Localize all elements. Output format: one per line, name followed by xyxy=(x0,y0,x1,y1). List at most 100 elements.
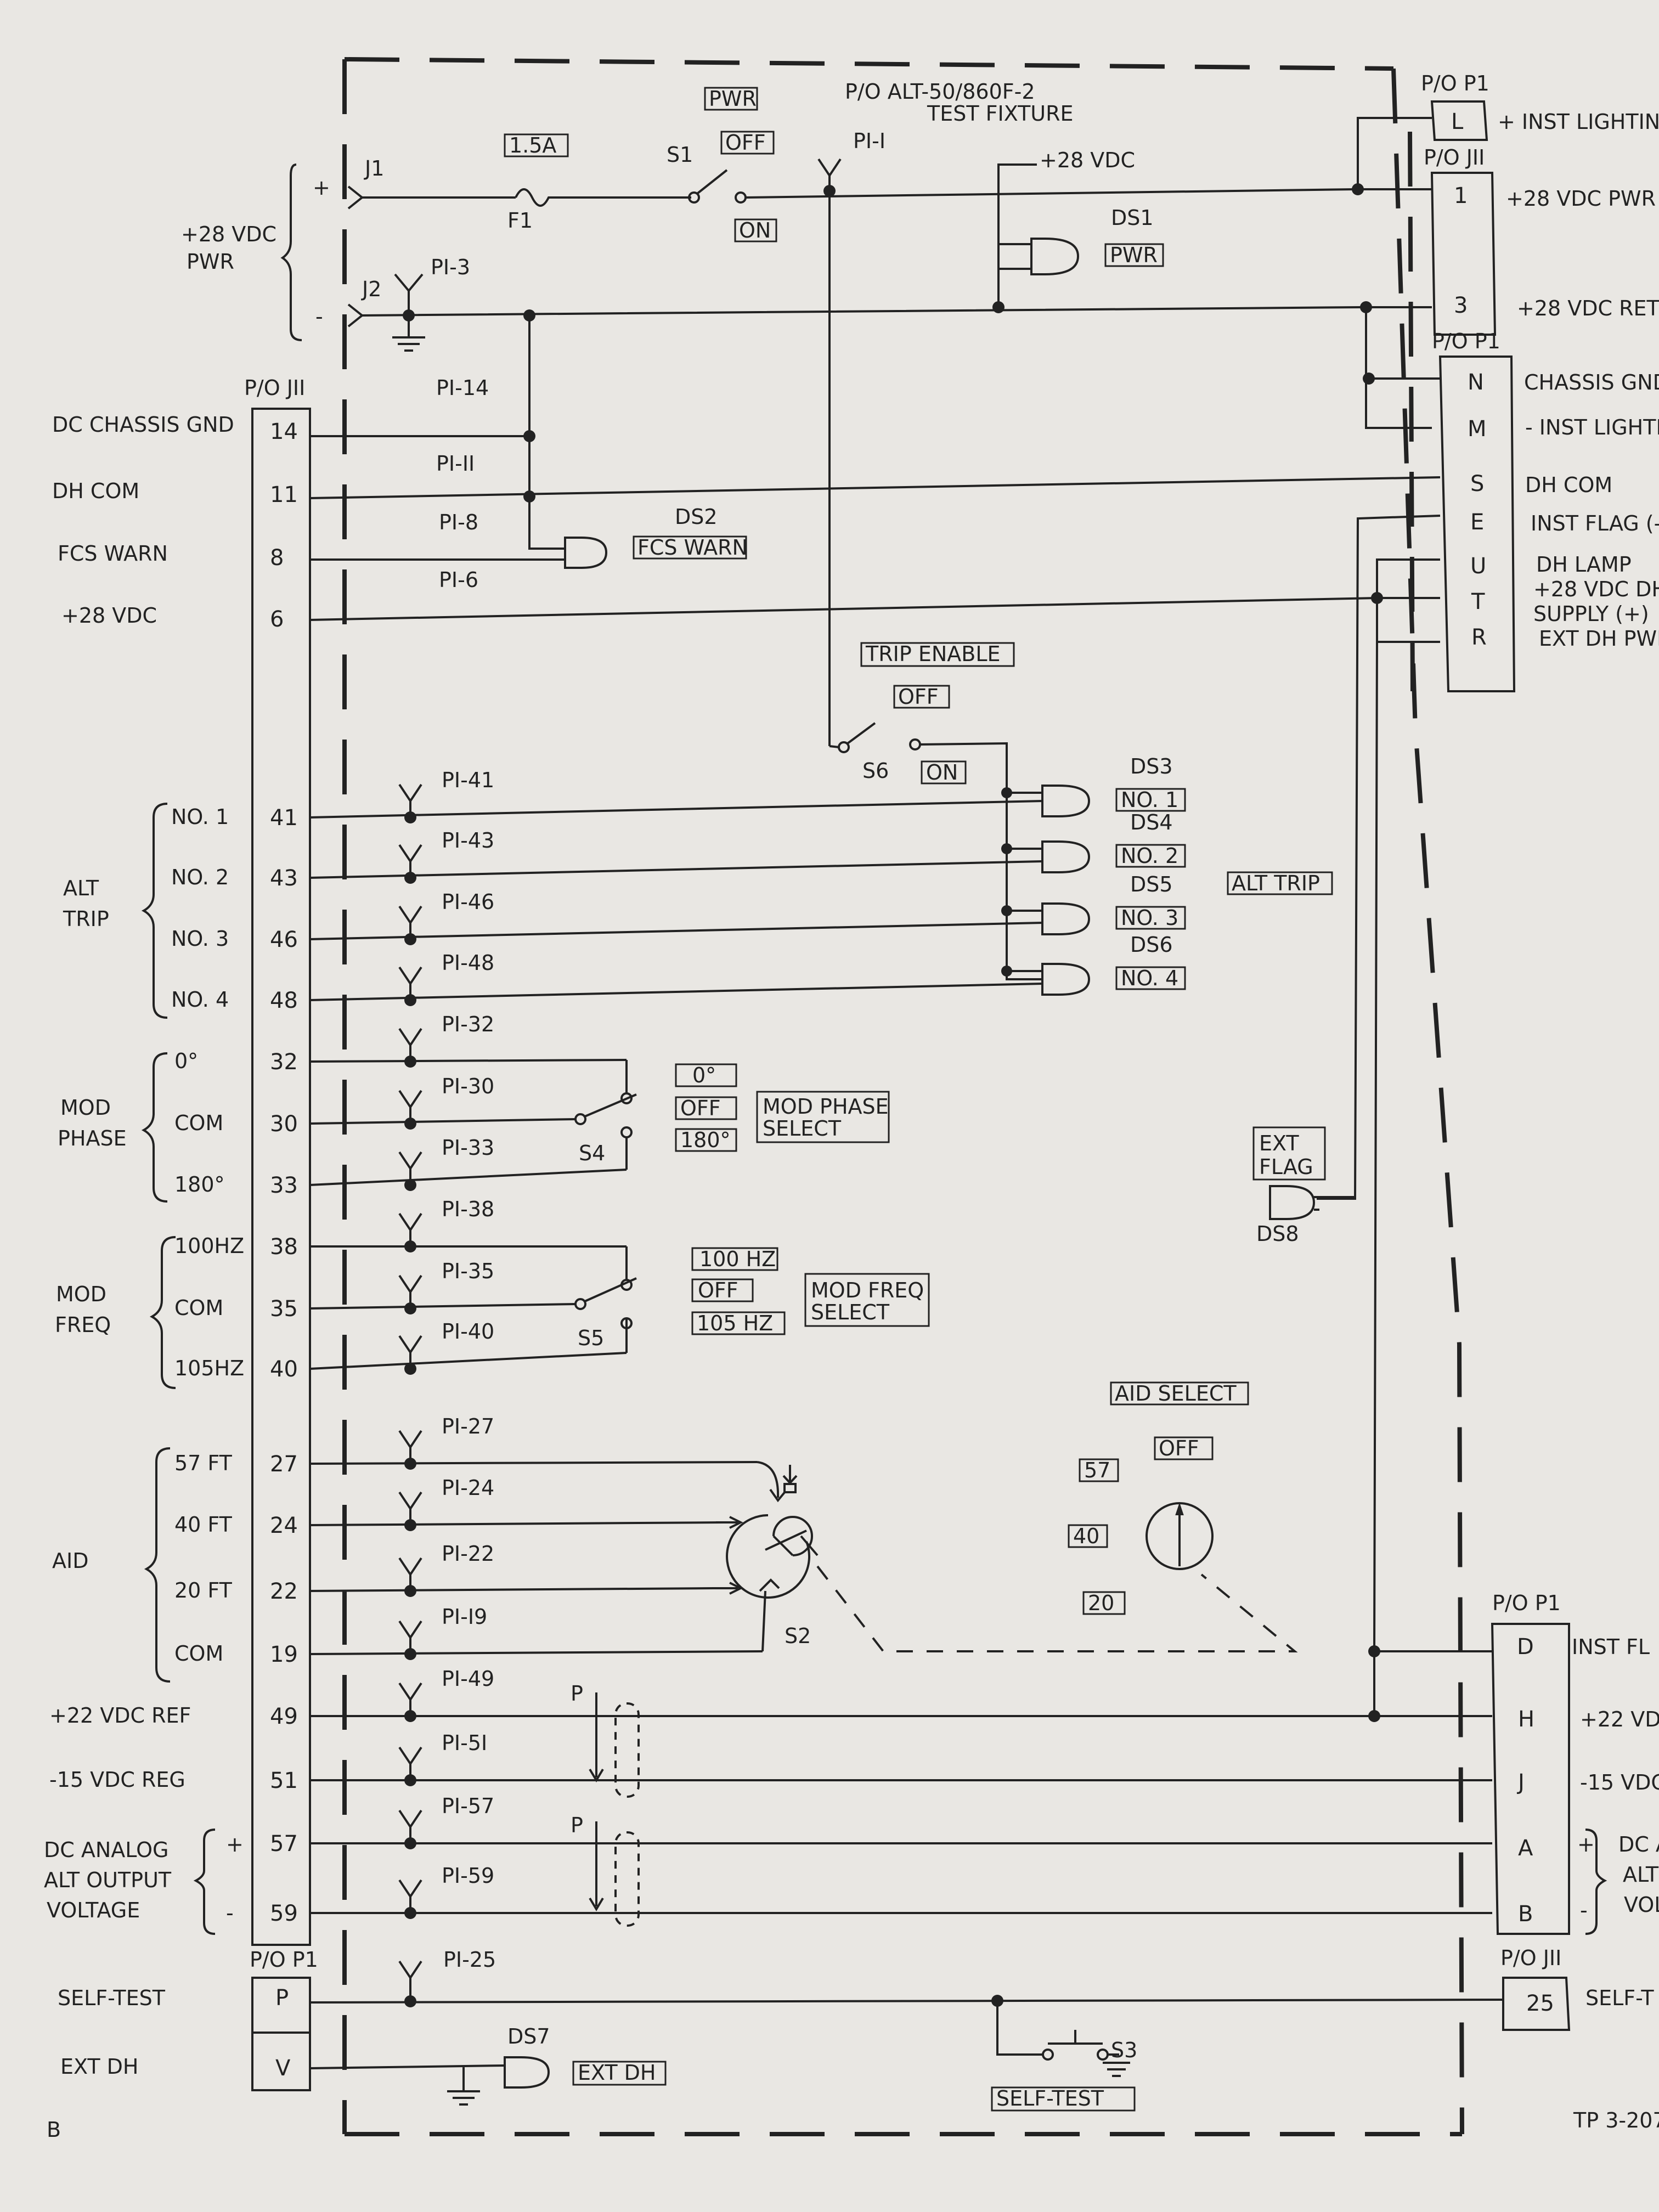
mod-phase-group-2: PHASE xyxy=(58,1126,127,1150)
mod-phase-pos-180: 180° xyxy=(680,1128,731,1152)
pwr-label-1: +28 VDC xyxy=(181,222,276,246)
s3-box xyxy=(991,2086,1136,2112)
trip-enable-box xyxy=(860,642,1015,667)
ref-pin-1: 51 xyxy=(270,1768,298,1793)
trip-plug-1: PI-43 xyxy=(442,828,494,853)
trip-on-box xyxy=(921,760,967,785)
fuse-rating-box xyxy=(504,133,569,157)
s6-label: S6 xyxy=(862,759,889,783)
mod-freq-plug-0: PI-38 xyxy=(442,1197,494,1221)
minus-sign: - xyxy=(315,304,323,329)
pin-1: 1 xyxy=(1454,183,1468,208)
s3-text: SELF-TEST xyxy=(996,2086,1104,2111)
aid-plug-3: PI-I9 xyxy=(442,1605,487,1629)
trip-plug-2: PI-46 xyxy=(442,890,494,914)
aid-label-0: 57 FT xyxy=(174,1451,233,1475)
mod-freq-pos-105: 105 HZ xyxy=(697,1311,773,1335)
corner-left: B xyxy=(47,2118,61,2142)
ref-rpin-0: H xyxy=(1518,1707,1534,1732)
chassis-gnd-label: CHASSIS GND xyxy=(1524,370,1659,394)
trip-box-1: NO. 2 xyxy=(1121,844,1178,868)
corner-right: TP 3-207 xyxy=(1573,2108,1659,2132)
aid-40-box xyxy=(1068,1524,1108,1548)
s1-label: S1 xyxy=(667,143,693,167)
mod-freq-label-2: 105HZ xyxy=(174,1356,244,1380)
trip-pin-2: 46 xyxy=(270,927,298,952)
ref-plug-0: PI-49 xyxy=(442,1667,494,1691)
pin-n: N xyxy=(1468,370,1484,395)
plus-sign: + xyxy=(313,176,330,200)
mod-freq-label-0: 100HZ xyxy=(174,1234,244,1258)
trip-box-2: NO. 3 xyxy=(1121,906,1178,930)
pin-3: 3 xyxy=(1454,293,1468,318)
dh-com-label: DH COM xyxy=(52,479,139,503)
aid-off-box xyxy=(1154,1436,1214,1460)
aid-label-1: 40 FT xyxy=(174,1513,233,1537)
mod-freq-plug-2: PI-40 xyxy=(442,1319,494,1344)
pin-14: 14 xyxy=(270,419,298,444)
self-test-right-label: SELF-T xyxy=(1585,1986,1654,2010)
mod-freq-pos-off: OFF xyxy=(698,1278,738,1302)
trip-box-3: NO. 4 xyxy=(1121,966,1178,990)
ref-pin-0: 49 xyxy=(270,1704,298,1729)
mod-freq-label-1: COM xyxy=(174,1296,223,1320)
mod-phase-plug-2: PI-33 xyxy=(442,1136,494,1160)
mod-freq-pin-0: 38 xyxy=(270,1234,298,1260)
dh-com-right-label: DH COM xyxy=(1525,473,1612,497)
trip-label-1: NO. 2 xyxy=(171,865,229,889)
mod-phase-select-2: SELECT xyxy=(763,1116,842,1141)
pin-t: T xyxy=(1471,589,1485,614)
s1-on-box xyxy=(734,218,777,242)
mod-phase-pin-1: 30 xyxy=(270,1111,298,1137)
pin-s: S xyxy=(1470,471,1484,496)
mod-phase-label-2: 180° xyxy=(174,1172,225,1197)
j1-label: J1 xyxy=(364,156,384,180)
ds7-text: EXT DH xyxy=(578,2061,656,2085)
trip-box-0: NO. 1 xyxy=(1121,788,1178,812)
alt-trip-section: TRIP ENABLE OFF S6 ON ALT TRIP ALT TRIP xyxy=(63,642,1333,1019)
pin-8: 8 xyxy=(270,545,284,571)
ref-pin-3: 59 xyxy=(270,1901,298,1926)
ref-rpin-1: J xyxy=(1516,1770,1525,1795)
mod-freq-select-2: SELECT xyxy=(811,1300,890,1324)
aid-label-2: 20 FT xyxy=(174,1578,233,1602)
s1-off-box xyxy=(720,131,775,155)
mod-freq-pos-box xyxy=(691,1247,786,1335)
trip-plug-3: PI-48 xyxy=(442,951,494,975)
right-p1-label: P/O P1 xyxy=(1421,71,1489,95)
mod-phase-label-0: 0° xyxy=(174,1049,198,1073)
aid-plug-0: PI-27 xyxy=(442,1414,494,1438)
inst-flag-label: INST FLAG (- xyxy=(1531,511,1659,535)
ret-label: +28 VDC RETU xyxy=(1517,296,1659,320)
s2-label: S2 xyxy=(785,1624,811,1648)
mod-phase-plug-0: PI-32 xyxy=(442,1012,494,1036)
vdc28-label: +28 VDC xyxy=(1040,148,1135,172)
ref-label-1: -15 VDC REG xyxy=(49,1768,185,1792)
aid-group-label: AID xyxy=(52,1549,88,1573)
right-analog-1: DC A xyxy=(1618,1832,1659,1857)
pin-25: 25 xyxy=(1526,1991,1554,2016)
trip-label-2: NO. 3 xyxy=(171,927,229,951)
mod-freq-section: MOD FREQ S5 100 HZ OFF 105 HZ MOD FREQ S… xyxy=(55,1236,930,1389)
f1-label: F1 xyxy=(507,208,533,233)
s1-off: OFF xyxy=(725,131,766,155)
top-left-rows: DC CHASSIS GND DH COM FCS WARN +28 VDC 1… xyxy=(52,376,1441,632)
inst-lighting-neg-label: - INST LIGHTI xyxy=(1525,415,1659,439)
ref-plug-2: PI-57 xyxy=(442,1794,494,1818)
alt-trip-group-1: ALT xyxy=(63,876,99,900)
ds2-label: DS2 xyxy=(675,505,718,529)
ext-dh-label: EXT DH xyxy=(60,2055,139,2079)
power-input: +28 VDC PWR + - J1 J2 F1 1.5A S1 PWR OFF… xyxy=(181,87,1361,746)
right-bottom-p1-label: P/O P1 xyxy=(1492,1591,1561,1615)
trip-plug-0: PI-41 xyxy=(442,768,494,792)
pin-m: M xyxy=(1468,416,1487,442)
mod-freq-select-box xyxy=(804,1273,930,1327)
trip-off-box xyxy=(893,685,950,709)
aid-section: AID S2 AID SELECT OFF 57 40 20 xyxy=(52,1381,1298,1683)
p1-1-label: PI-I xyxy=(853,129,885,153)
analog-label-2: ALT OUTPUT xyxy=(44,1868,172,1892)
aid-off: OFF xyxy=(1159,1436,1199,1460)
